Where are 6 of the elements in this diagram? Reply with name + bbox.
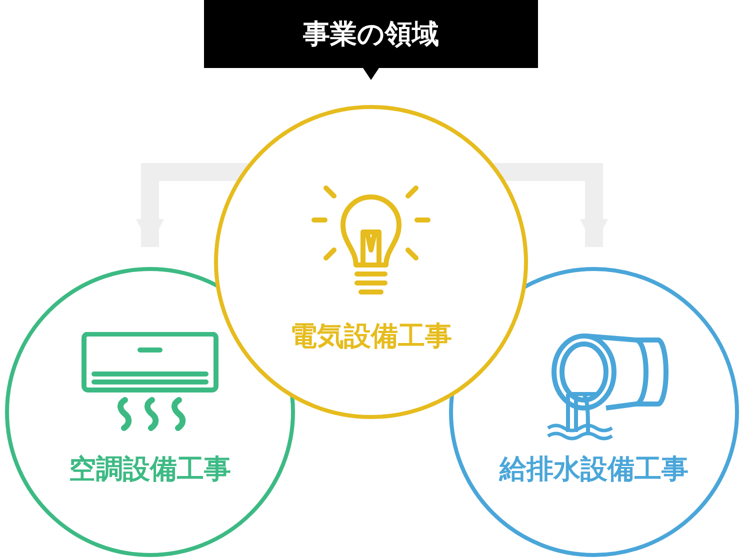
title-text: 事業の領域 bbox=[303, 18, 439, 52]
title-banner bbox=[204, 0, 538, 80]
category-label: 電気設備工事 bbox=[290, 320, 452, 354]
category-label: 給排水設備工事 bbox=[500, 453, 688, 487]
category-label: 空調設備工事 bbox=[69, 453, 231, 487]
category-circle bbox=[214, 105, 528, 419]
